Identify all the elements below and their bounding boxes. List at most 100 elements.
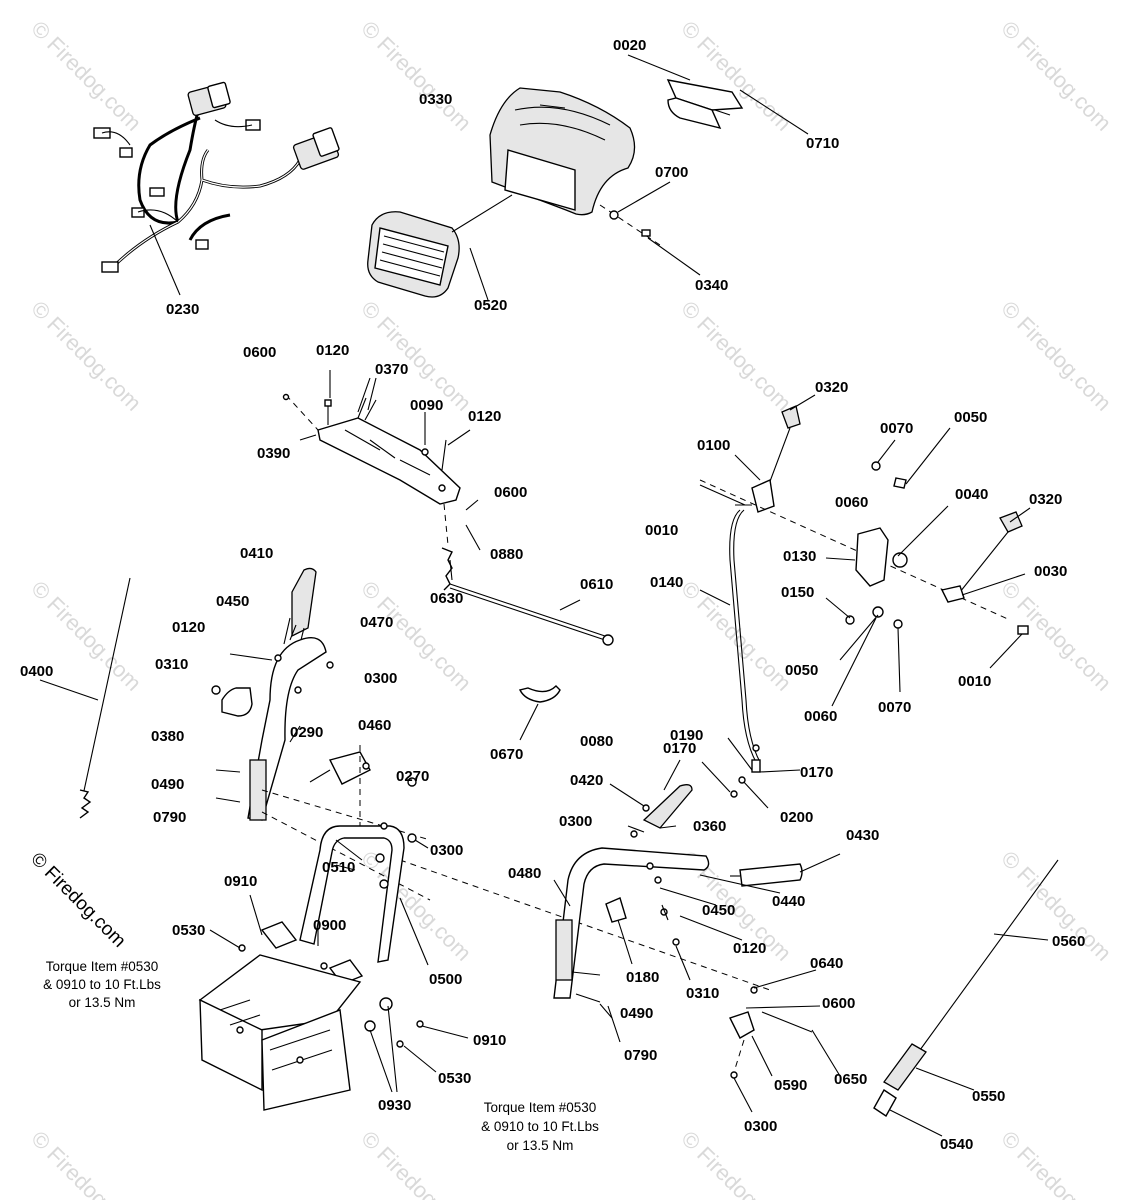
callout-0560: 0560 [1052,933,1085,950]
callout-0060: 0060 [804,708,837,725]
callout-0470: 0470 [360,614,393,631]
callout-0400: 0400 [20,663,53,680]
callout-0550: 0550 [972,1088,1005,1105]
callout-0500: 0500 [429,971,462,988]
callout-0540: 0540 [940,1136,973,1153]
callout-0510: 0510 [322,859,355,876]
callout-0790: 0790 [153,809,186,826]
callout-0030: 0030 [1034,563,1067,580]
callout-0600: 0600 [494,484,527,501]
callout-0320: 0320 [1029,491,1062,508]
right-handle-drawing [553,759,841,1113]
callout-0290: 0290 [290,724,323,741]
callout-0640: 0640 [810,955,843,972]
callout-0900: 0900 [313,917,346,934]
callout-0930: 0930 [378,1097,411,1114]
callout-0490: 0490 [620,1005,653,1022]
chute-crank-drawing [873,859,1059,1137]
callout-0080: 0080 [580,733,613,750]
callout-0360: 0360 [693,818,726,835]
callout-0120: 0120 [172,619,205,636]
callout-0310: 0310 [686,985,719,1002]
callout-0120: 0120 [468,408,501,425]
watermark: © Firedog.com [356,16,476,136]
callout-0650: 0650 [834,1071,867,1088]
watermark: © Firedog.com [996,296,1116,416]
callout-0530: 0530 [438,1070,471,1087]
callout-0330: 0330 [419,91,452,108]
callout-0300: 0300 [430,842,463,859]
callout-0880: 0880 [490,546,523,563]
torque-note-line: Torque Item #0530 [484,1100,597,1115]
callout-0310: 0310 [155,656,188,673]
callout-0140: 0140 [650,574,683,591]
clip-0670-drawing [518,685,561,741]
callout-0070: 0070 [880,420,913,437]
headlight-bracket-drawing [599,54,809,276]
watermark: © Firedog.com [676,1126,796,1200]
torque-note-left: Torque Item #0530 & 0910 to 10 Ft.Lbs or… [43,959,161,1010]
watermark: © Firedog.com [26,16,146,136]
callout-0450: 0450 [702,902,735,919]
callout-0450: 0450 [216,593,249,610]
callout-0530: 0530 [172,922,205,939]
callout-0520: 0520 [474,297,507,314]
torque-note-line: Torque Item #0530 [46,959,159,974]
callout-0050: 0050 [785,662,818,679]
callout-0120: 0120 [733,940,766,957]
callout-0120: 0120 [316,342,349,359]
wiring-harness-drawing [93,81,340,296]
callout-0380: 0380 [151,728,184,745]
callout-0910: 0910 [224,873,257,890]
callout-0070: 0070 [878,699,911,716]
callout-0170: 0170 [663,740,696,757]
callout-0230: 0230 [166,301,199,318]
callout-0150: 0150 [781,584,814,601]
callout-0040: 0040 [955,486,988,503]
callout-labels: 0020 0710 0330 0700 0340 0520 0230 0600 … [20,37,1085,1153]
torque-note-line: & 0910 to 10 Ft.Lbs [43,977,161,992]
callout-0700: 0700 [655,164,688,181]
callout-0590: 0590 [774,1077,807,1094]
callout-0440: 0440 [772,893,805,910]
callout-0320: 0320 [815,379,848,396]
callout-0270: 0270 [396,768,429,785]
callout-0370: 0370 [375,361,408,378]
callout-0340: 0340 [695,277,728,294]
callout-0490: 0490 [151,776,184,793]
callout-0460: 0460 [358,717,391,734]
watermark: © Firedog.com [996,1126,1116,1200]
torque-note-line: & 0910 to 10 Ft.Lbs [481,1119,599,1134]
control-panel-drawing [282,370,614,646]
callout-0600: 0600 [243,344,276,361]
callout-0300: 0300 [364,670,397,687]
callout-0630: 0630 [430,590,463,607]
torque-note-bottom: Torque Item #0530 & 0910 to 10 Ft.Lbs or… [481,1100,599,1153]
callout-0790: 0790 [624,1047,657,1064]
callout-0710: 0710 [806,135,839,152]
callout-0010: 0010 [645,522,678,539]
watermark: © Firedog.com [26,296,146,416]
callout-0020: 0020 [613,37,646,54]
callout-0100: 0100 [697,437,730,454]
torque-note-line: or 13.5 Nm [69,995,136,1010]
headlight-housing-drawing [367,87,636,301]
callout-0180: 0180 [626,969,659,986]
callout-0170: 0170 [800,764,833,781]
callout-0090: 0090 [410,397,443,414]
watermark: © Firedog.com [676,296,796,416]
watermark: © Firedog.com [356,1126,476,1200]
callout-0060: 0060 [835,494,868,511]
callout-0130: 0130 [783,548,816,565]
watermark: © Firedog.com [26,1126,146,1200]
torque-note-line: or 13.5 Nm [507,1138,574,1153]
callout-0050: 0050 [954,409,987,426]
callout-0190: 0190 [670,727,703,744]
callout-0910: 0910 [473,1032,506,1049]
callout-0410: 0410 [240,545,273,562]
handle-frame-drawing [39,567,771,1111]
callout-0480: 0480 [508,865,541,882]
callout-0600: 0600 [822,995,855,1012]
